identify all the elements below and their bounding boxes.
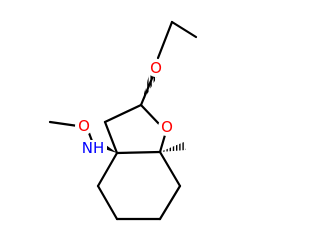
bond-methyl-to-oxygen <box>48 120 80 128</box>
bond-methoxy-oxygen-to-nitrogen <box>87 131 94 143</box>
amine-nitrogen-background <box>79 140 107 157</box>
methoxy-oxygen-background <box>75 117 93 135</box>
bond-c3a-to-c4 <box>96 151 119 188</box>
bond-c3a-to-c7a <box>115 150 162 155</box>
methoxy-oxygen-label: O <box>78 117 90 135</box>
bond-c3-to-c3a <box>103 120 119 155</box>
molecule-structure: O O O NH <box>48 20 198 221</box>
bond-ethyl-terminal <box>170 20 198 39</box>
bond-c6-to-c7 <box>158 184 182 221</box>
bond-ring-oxygen-to-c7a <box>158 133 167 154</box>
ethoxy-oxygen-label: O <box>150 59 162 77</box>
bond-c4-to-c5 <box>96 184 119 221</box>
bond-c7-to-c7a <box>158 150 182 188</box>
ethoxy-oxygen-background <box>147 59 165 77</box>
ring-oxygen-background <box>158 118 176 136</box>
bond-c2-to-ring-oxygen <box>139 103 162 127</box>
bond-ethyl-to-oxygen <box>156 20 174 60</box>
bond-c2-to-c3 <box>103 103 143 124</box>
ring-oxygen-label: O <box>161 118 173 136</box>
stereo-hash-bond-c7a-h <box>160 142 186 152</box>
amine-nitrogen-label: NH <box>82 139 105 157</box>
stereo-hash-bond-c2-ethoxy <box>141 75 157 105</box>
